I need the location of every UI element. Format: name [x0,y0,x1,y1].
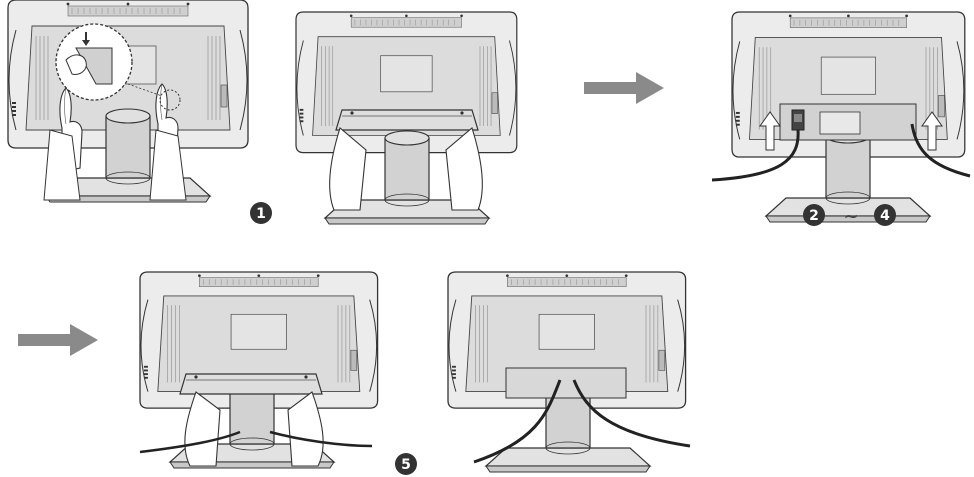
panel-connect-cables [711,11,971,223]
svg-text:1: 1 [256,206,266,222]
step-range-separator: ~ [843,206,858,227]
panel-remove-cover [7,0,249,203]
svg-text:5: 5 [401,457,411,473]
cable-cover [335,109,479,131]
up-arrow-icon [921,111,943,151]
step-badge-1: 1 [250,202,272,224]
up-arrow-icon [759,111,781,151]
svg-text:2: 2 [809,208,819,224]
power-plug-icon [791,109,805,131]
step-badge-2: 2 [803,204,825,226]
step-badge-4: 4 [874,204,896,226]
panel-pull-cover [295,11,518,225]
step-badge-5: 5 [395,453,417,475]
right-arrow-icon [18,324,98,356]
right-arrow-icon [584,72,664,104]
cable-cover [179,373,323,395]
panel-attach-cover [139,271,379,469]
magnifier-callout-icon [55,23,181,111]
svg-text:4: 4 [880,208,890,224]
panel-cables-routed [447,271,691,473]
